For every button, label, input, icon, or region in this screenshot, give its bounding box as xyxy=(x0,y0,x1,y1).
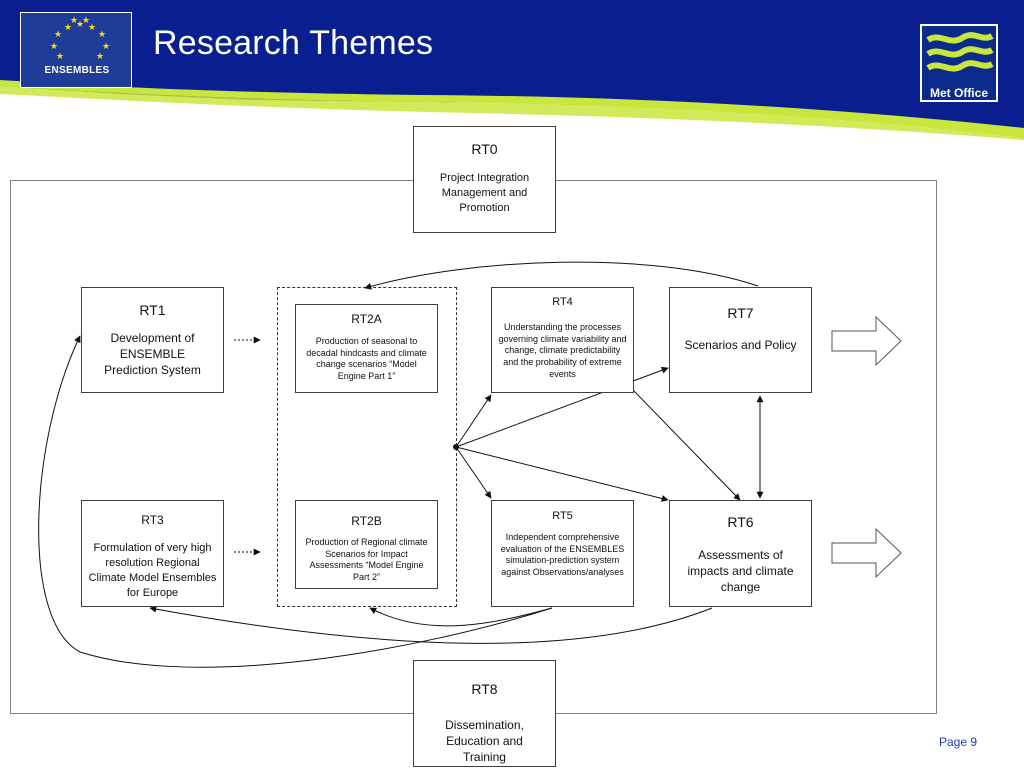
node-rt4-desc: Understanding the processes governing cl… xyxy=(498,322,627,379)
svg-text:★: ★ xyxy=(56,52,64,62)
svg-text:★: ★ xyxy=(88,23,96,33)
node-rt2a: RT2A Production of seasonal to decadal h… xyxy=(295,304,438,393)
svg-text:★: ★ xyxy=(76,20,84,30)
node-rt4-code: RT4 xyxy=(552,296,573,308)
hub-dot xyxy=(453,444,459,450)
output-arrow-rt7 xyxy=(831,315,902,367)
node-rt3: RT3 Formulation of very high resolution … xyxy=(81,500,224,607)
node-rt2b: RT2B Production of Regional climate Scen… xyxy=(295,500,438,589)
header-background xyxy=(0,0,1024,140)
node-rt7: RT7 Scenarios and Policy xyxy=(669,287,812,393)
node-rt1-code: RT1 xyxy=(139,302,166,318)
node-rt2b-code: RT2B xyxy=(351,514,382,528)
svg-text:★: ★ xyxy=(64,23,72,33)
met-office-logo-text: Met Office xyxy=(929,86,988,100)
node-rt0: RT0 Project Integration Management and P… xyxy=(413,126,556,233)
node-rt5-desc: Independent comprehensive evaluation of … xyxy=(500,532,625,578)
eu-stars-icon: ★★★ ★★★ ★★★ ★★ xyxy=(50,16,110,62)
node-rt0-desc: Project Integration Management and Promo… xyxy=(439,172,530,214)
header-banner: ★★★ ★★★ ★★★ ★★ ENSEMBLES Research Themes… xyxy=(0,0,1024,140)
svg-text:★: ★ xyxy=(82,16,90,26)
node-rt6: RT6 Assessments of impacts and climate c… xyxy=(669,500,812,607)
node-rt8-code: RT8 xyxy=(471,681,498,697)
met-office-waves-icon xyxy=(926,32,994,72)
node-rt2a-code: RT2A xyxy=(351,312,382,326)
output-arrow-rt6 xyxy=(831,527,902,579)
node-rt7-code: RT7 xyxy=(727,305,754,321)
node-rt2a-desc: Production of seasonal to decadal hindca… xyxy=(306,336,427,382)
node-rt3-code: RT3 xyxy=(141,513,164,527)
node-rt8: RT8 Dissemination, Education and Trainin… xyxy=(413,660,556,767)
svg-text:★: ★ xyxy=(54,30,62,40)
node-rt1: RT1 Development of ENSEMBLE Prediction S… xyxy=(81,287,224,393)
node-rt1-desc: Development of ENSEMBLE Prediction Syste… xyxy=(104,331,201,378)
ensembles-logo: ★★★ ★★★ ★★★ ★★ ENSEMBLES xyxy=(20,12,132,88)
node-rt5: RT5 Independent comprehensive evaluation… xyxy=(491,500,634,607)
node-rt6-code: RT6 xyxy=(727,514,754,530)
svg-text:★: ★ xyxy=(50,42,58,52)
svg-text:★: ★ xyxy=(70,16,78,26)
node-rt0-code: RT0 xyxy=(471,141,498,157)
node-rt7-desc: Scenarios and Policy xyxy=(684,338,797,352)
page-title: Research Themes xyxy=(153,24,434,62)
node-rt3-desc: Formulation of very high resolution Regi… xyxy=(88,542,217,599)
page-number: Page 9 xyxy=(939,735,978,749)
node-rt8-desc: Dissemination, Education and Training xyxy=(445,718,524,765)
node-rt5-code: RT5 xyxy=(552,510,573,522)
node-rt2b-desc: Production of Regional climate Scenarios… xyxy=(305,537,428,583)
svg-text:★: ★ xyxy=(96,52,104,62)
svg-text:★: ★ xyxy=(102,42,110,52)
node-rt4: RT4 Understanding the processes governin… xyxy=(491,287,634,393)
ensembles-logo-text: ENSEMBLES xyxy=(44,65,110,76)
met-office-logo: Met Office xyxy=(920,24,998,102)
svg-text:★: ★ xyxy=(98,30,106,40)
node-rt6-desc: Assessments of impacts and climate chang… xyxy=(687,548,794,595)
